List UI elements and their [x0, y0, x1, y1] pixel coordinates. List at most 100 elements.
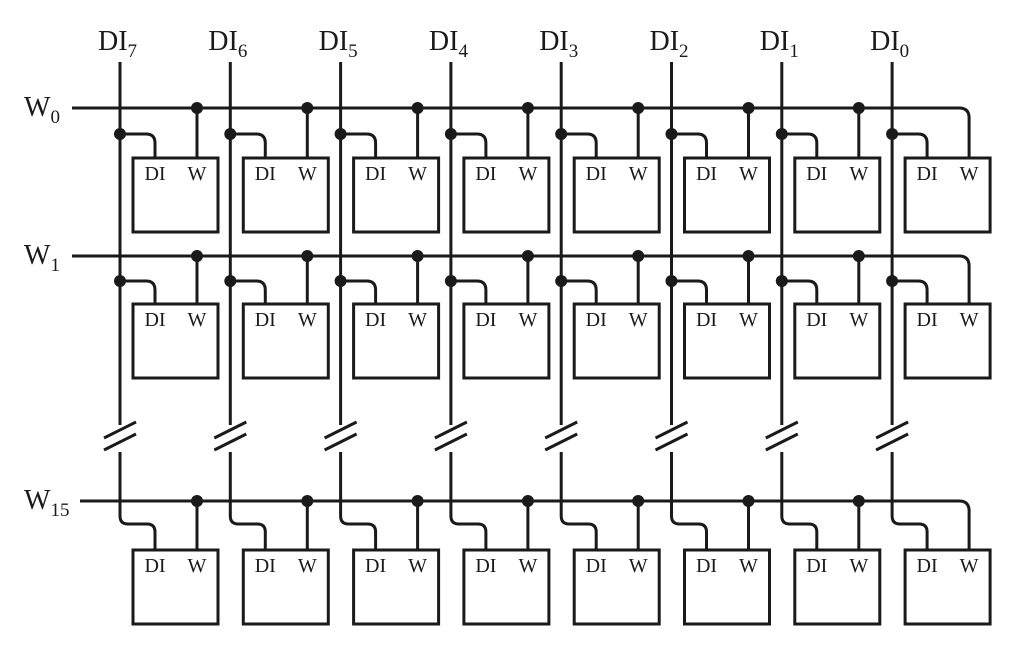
word-line-label-W15-base: W — [24, 485, 51, 516]
di-tap-row0-col7 — [892, 132, 929, 158]
break-mark-icon — [323, 432, 358, 452]
di-tap-row1-col7 — [892, 279, 929, 304]
cell-port-w: W — [629, 309, 648, 331]
cell-box — [131, 548, 220, 626]
word-line-label-W15: W15 — [24, 485, 69, 521]
data-line-label-DI3-base: DI — [539, 26, 569, 57]
cell-port-di: DI — [365, 309, 386, 331]
cell-port-di: DI — [365, 163, 386, 185]
data-line-DI1-lower — [780, 452, 819, 550]
cell-box — [352, 156, 441, 234]
break-mark-icon — [213, 432, 247, 452]
cell-port-di: DI — [696, 163, 717, 185]
di-tap-row1-col1 — [230, 279, 267, 304]
cell-port-w: W — [188, 555, 207, 577]
break-mark-icon — [434, 420, 468, 440]
di-junction-dot — [775, 275, 788, 287]
cell-port-w: W — [518, 555, 537, 577]
di-tap-row0-col0 — [120, 132, 157, 158]
word-line-W1 — [72, 254, 971, 304]
cell-box — [131, 156, 220, 234]
break-mark-icon — [103, 420, 137, 440]
word-line-W1-junction-dot — [852, 250, 865, 262]
word-line-W0-junction-dot — [632, 102, 645, 114]
di-junction-dot — [444, 128, 457, 140]
data-line-label-DI7: DI7 — [98, 26, 137, 62]
cell-box — [683, 548, 771, 626]
cell-port-di: DI — [144, 163, 165, 185]
cell-port-di: DI — [917, 309, 938, 331]
word-line-W1-junction-dot — [411, 250, 424, 262]
cell-port-w: W — [408, 309, 427, 331]
cell-port-di: DI — [806, 163, 827, 185]
data-line-DI5-lower — [339, 452, 378, 550]
cell-port-di: DI — [586, 555, 607, 577]
word-line-W15-junction-dot — [521, 495, 534, 507]
word-line-W0-junction-dot — [411, 102, 424, 114]
cell-port-w: W — [739, 555, 758, 577]
cell-port-di: DI — [255, 555, 276, 577]
word-line-label-W1: W1 — [24, 240, 60, 276]
cell-port-w: W — [960, 555, 979, 577]
cell-box — [793, 156, 882, 234]
cell-port-w: W — [518, 163, 537, 185]
cell-port-w: W — [629, 555, 648, 577]
break-mark-icon — [765, 420, 799, 440]
data-line-label-DI4-base: DI — [429, 26, 459, 57]
word-line-label-W15-index: 15 — [50, 500, 69, 521]
break-mark-icon — [875, 432, 909, 452]
cell-port-w: W — [629, 163, 648, 185]
cell-box — [462, 302, 551, 380]
cell-box — [462, 548, 551, 626]
data-line-label-DI7-index: 7 — [128, 41, 138, 62]
cell-box — [572, 302, 661, 380]
di-junction-dot — [665, 128, 678, 140]
word-line-W15-junction-dot — [632, 495, 645, 507]
break-mark-icon — [875, 420, 909, 440]
cell-port-w: W — [849, 163, 868, 185]
data-line-label-DI4: DI4 — [429, 26, 469, 62]
memory-cell-r0-c1: DI W — [793, 156, 882, 234]
data-line-label-DI1-index: 1 — [789, 41, 799, 62]
word-line-W0-junction-dot — [301, 102, 314, 114]
data-line-label-DI2: DI2 — [650, 26, 689, 62]
di-tap-row0-col4 — [561, 132, 598, 158]
data-line-label-DI2-index: 2 — [679, 41, 689, 62]
data-line-label-DI1: DI1 — [760, 26, 799, 62]
word-line-W1-junction-dot — [742, 250, 755, 262]
word-line-label-W0-index: 0 — [50, 107, 60, 128]
cell-port-di: DI — [365, 555, 386, 577]
cell-port-w: W — [849, 555, 868, 577]
cell-box — [683, 156, 771, 234]
cell-port-di: DI — [144, 309, 165, 331]
word-line-W1-junction-dot — [521, 250, 534, 262]
break-mark-icon — [544, 420, 578, 440]
memory-cell-r15-c4: DI W — [462, 548, 551, 626]
cell-box — [241, 548, 330, 626]
cell-port-di: DI — [586, 309, 607, 331]
memory-cell-r1-c5: DI W — [352, 302, 441, 380]
word-line-W0-junction-dot — [742, 102, 755, 114]
cell-port-w: W — [188, 309, 207, 331]
di-junction-dot — [775, 128, 788, 140]
data-line-label-DI0-index: 0 — [900, 41, 910, 62]
di-junction-dot — [886, 275, 899, 287]
cell-port-w: W — [298, 555, 317, 577]
memory-cell-r15-c3: DI W — [572, 548, 661, 626]
cell-port-w: W — [739, 309, 758, 331]
di-junction-dot — [886, 128, 899, 140]
data-line-label-DI0: DI0 — [870, 26, 909, 62]
data-line-DI7-lower — [118, 452, 157, 550]
di-tap-row1-col3 — [450, 279, 488, 304]
data-line-label-DI1-base: DI — [760, 26, 790, 57]
cell-port-di: DI — [475, 555, 496, 577]
word-line-W0 — [72, 106, 971, 158]
break-mark-icon — [213, 420, 247, 440]
cell-port-di: DI — [696, 555, 717, 577]
